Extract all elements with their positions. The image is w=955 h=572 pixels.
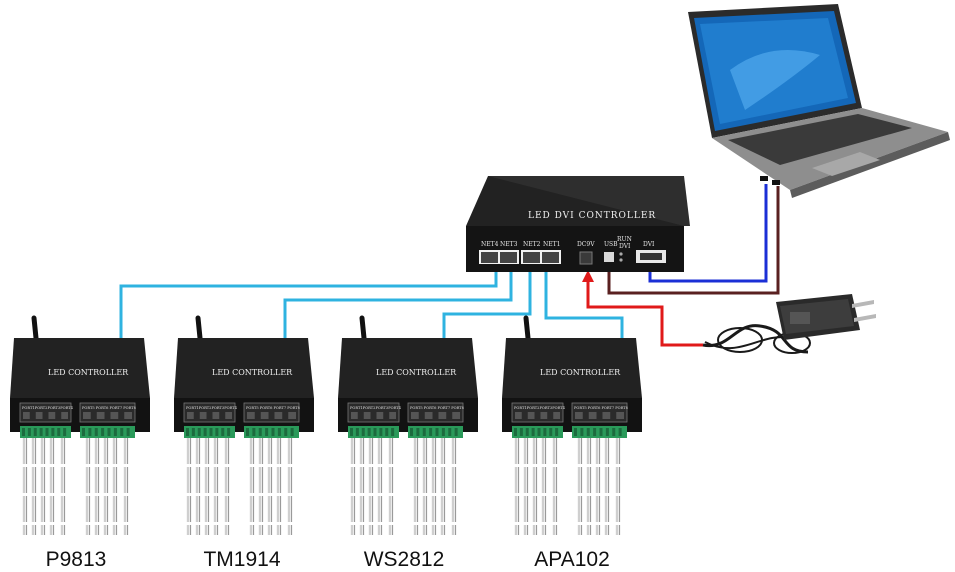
port-label: PORT4 [552,406,565,410]
port-label: PORT2 [527,406,540,410]
usb-port-label: USB [604,241,618,248]
port-label: PORT6 [96,406,109,410]
port-label: PORT5 [246,406,259,410]
port-label-net4: NET4 [481,241,499,248]
port-label: PORT6 [424,406,437,410]
dvi-led-label: DVI [619,243,631,250]
port-label-net1: NET1 [543,241,560,248]
port-label: PORT7 [602,406,615,410]
port-label: PORT3 [48,406,61,410]
port-label: PORT2 [35,406,48,410]
port-label: PORT2 [199,406,212,410]
port-label: PORT1 [514,406,527,410]
port-label: PORT7 [438,406,451,410]
network-cables [119,262,624,338]
power-adapter-icon [702,294,876,354]
laptop-icon [688,4,950,198]
port-label: PORT4 [224,406,237,410]
dvi-controller-title: LED DVI CONTROLLER [528,211,656,221]
dvi-controller: LED DVI CONTROLLER NET4 NET3 NET2 NET1 D… [466,176,690,272]
port-label: PORT8 [287,406,300,410]
port-label: PORT3 [212,406,225,410]
port-label: PORT3 [540,406,553,410]
chip-label-tm1914: TM1914 [203,548,281,571]
power-port-label: DC9V [577,241,595,248]
sub-controller-title: LED CONTROLLER [540,368,621,377]
port-label: PORT5 [410,406,423,410]
port-label: PORT3 [376,406,389,410]
port-label: PORT2 [363,406,376,410]
port-label: PORT8 [615,406,628,410]
port-label: PORT4 [388,406,401,410]
chip-label-apa102: APA102 [534,548,610,571]
power-cable [586,282,703,347]
port-label-net3: NET3 [500,241,518,248]
port-label: PORT5 [82,406,95,410]
arrow-up-icon [582,270,594,282]
dvi-cable [607,186,780,295]
sub-controller-title: LED CONTROLLER [48,368,129,377]
sub-controller-title: LED CONTROLLER [376,368,457,377]
dvi-port-label: DVI [643,241,655,248]
chip-label-p9813: P9813 [45,548,107,571]
chip-label-ws2812: WS2812 [363,548,445,571]
port-label-net2: NET2 [523,241,541,248]
port-label: PORT6 [260,406,273,410]
port-label: PORT1 [22,406,35,410]
port-label: PORT8 [123,406,136,410]
port-label: PORT5 [574,406,587,410]
sub-controller-title: LED CONTROLLER [212,368,293,377]
port-label: PORT6 [588,406,601,410]
port-label: PORT7 [274,406,287,410]
port-label: PORT7 [110,406,123,410]
port-label: PORT1 [186,406,199,410]
port-label: PORT1 [350,406,363,410]
port-label: PORT8 [451,406,464,410]
run-led-label: RUN [617,236,632,243]
port-label: PORT4 [60,406,73,410]
